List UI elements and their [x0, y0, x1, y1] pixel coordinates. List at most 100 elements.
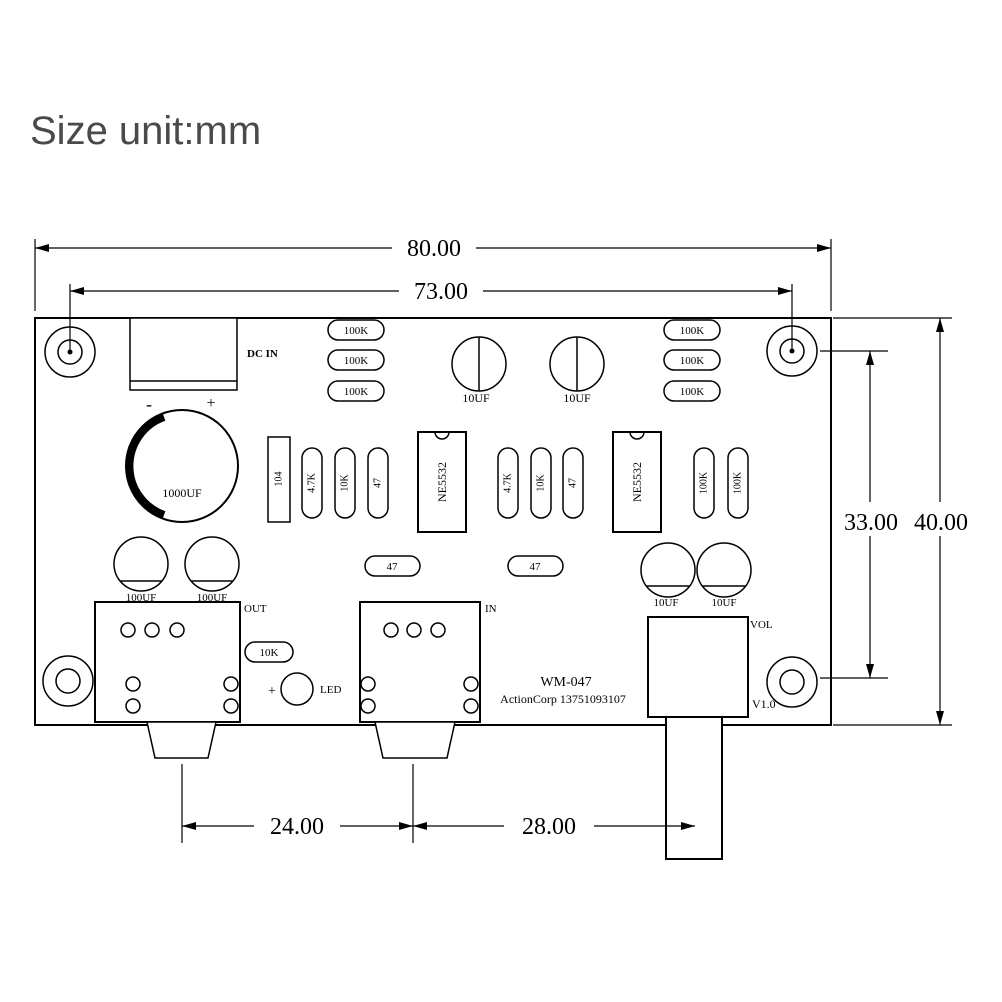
dim-33-value: 33.00 — [844, 510, 898, 536]
jack-body — [94, 601, 241, 723]
resistor-pill — [562, 447, 584, 519]
res-4-7k-label: 4.7K — [503, 472, 514, 493]
resistor-10k-bottom: 10K — [244, 641, 294, 663]
dimension-jack-to-pot: 28.00 — [413, 814, 695, 840]
dim-28-value: 28.00 — [522, 814, 576, 840]
cap-body — [113, 536, 169, 592]
resistor-pill — [507, 555, 564, 577]
jack-pad — [360, 698, 376, 714]
cap-10uf-label: 10UF — [563, 391, 591, 405]
jack-out-label: OUT — [244, 603, 267, 615]
jack-pad — [383, 622, 399, 638]
resistor-47-right: 47 — [507, 555, 564, 577]
cap-body — [640, 542, 696, 598]
resistor-pill — [663, 319, 721, 341]
resistor-pill — [530, 447, 552, 519]
arrowhead-right — [681, 822, 695, 830]
ic-ne5532-right: NE5532 — [612, 431, 662, 533]
res-4-7k-label: 4.7K — [307, 472, 318, 493]
hole-outer — [42, 655, 94, 707]
resistor-47-left: 47 — [364, 555, 421, 577]
volume-pot: VOL V1.0 — [647, 616, 776, 860]
jack-pad — [223, 676, 239, 692]
cap-10uf-label: 10UF — [711, 597, 736, 609]
extension-lines — [69, 284, 793, 352]
jack-pad — [125, 676, 141, 692]
extension-lines — [34, 239, 832, 311]
ic-notch — [629, 431, 645, 440]
arrowhead-left — [182, 822, 196, 830]
jack-in-label: IN — [485, 603, 497, 615]
led-body — [280, 672, 314, 706]
res-47-label: 47 — [568, 478, 579, 488]
resistor-group-right: 100K 100K — [693, 447, 749, 519]
dim-73-value: 73.00 — [414, 279, 468, 305]
dimension-hole-span: 73.00 — [69, 279, 793, 352]
resistor-pill — [301, 447, 323, 519]
resistor-pill — [244, 641, 294, 663]
arrowhead-top — [936, 318, 944, 332]
jack-pad — [144, 622, 160, 638]
res-47-label: 47 — [387, 561, 399, 573]
jack-body — [359, 601, 481, 723]
ic-ne5532-label: NE5532 — [630, 462, 644, 502]
arrowhead-right — [778, 287, 792, 295]
extension-lines — [181, 764, 414, 843]
maker-label: ActionCorp 13751093107 — [500, 692, 626, 706]
ic-body — [612, 431, 662, 533]
arrowhead-left — [70, 287, 84, 295]
hole-inner — [779, 669, 805, 695]
resistor-pill — [693, 447, 715, 519]
res-100k-label: 100K — [680, 355, 705, 367]
pot-shaft — [665, 716, 723, 860]
cap-polarity-stripe — [125, 413, 166, 519]
resistor-pill — [334, 447, 356, 519]
dimension-board-height: 40.00 — [833, 317, 968, 726]
jack-pad — [430, 622, 446, 638]
resistor-group-top-left: 100K 100K 100K — [327, 319, 385, 402]
cap-body — [696, 542, 752, 598]
capacitor-104: 104 — [267, 436, 291, 523]
arrowhead-bottom — [866, 664, 874, 678]
jack-pad — [125, 698, 141, 714]
res-100k-label: 100K — [733, 471, 744, 494]
ic-ne5532-left: NE5532 — [417, 431, 467, 533]
resistor-pill — [727, 447, 749, 519]
resistor-pill — [327, 319, 385, 341]
arrowhead-left — [413, 822, 427, 830]
resistor-pill — [367, 447, 389, 519]
res-100k-label: 100K — [344, 386, 369, 398]
resistor-group-top-right: 100K 100K 100K — [663, 319, 721, 402]
res-10k-label: 10K — [340, 474, 351, 492]
cap-1000uf-label: 1000UF — [162, 486, 202, 500]
size-unit-title: Size unit:mm — [30, 109, 261, 153]
ic-notch — [434, 431, 450, 440]
dc-jack-body — [129, 317, 238, 391]
hole-inner — [55, 668, 81, 694]
res-100k-label: 100K — [680, 325, 705, 337]
dc-in-label: DC IN — [247, 348, 278, 360]
res-10k-label: 10K — [536, 474, 547, 492]
dim-40-value: 40.00 — [914, 510, 968, 536]
resistor-group-mid-right: 4.7K 10K 47 — [497, 447, 584, 519]
capacitor-10uf-bottom-left: 10UF — [640, 542, 696, 609]
res-100k-label: 100K — [699, 471, 710, 494]
jack-pad — [360, 676, 376, 692]
resistor-pill — [364, 555, 421, 577]
led-plus-label: + — [268, 684, 276, 699]
dim-80-value: 80.00 — [407, 236, 461, 262]
resistor-group-mid-left: 4.7K 10K 47 — [301, 447, 389, 519]
resistor-pill — [327, 380, 385, 402]
led: + LED — [268, 672, 341, 706]
resistor-pill — [327, 349, 385, 371]
extension-lines — [833, 317, 952, 726]
vol-label: VOL — [750, 619, 773, 631]
cap-10uf-label: 10UF — [462, 391, 490, 405]
arrowhead-right — [399, 822, 413, 830]
dimension-jack-spacing: 24.00 — [181, 764, 414, 843]
res-10k-label: 10K — [260, 647, 279, 659]
res-100k-label: 100K — [344, 325, 369, 337]
capacitor-10uf-top-left: 10UF — [451, 336, 507, 405]
